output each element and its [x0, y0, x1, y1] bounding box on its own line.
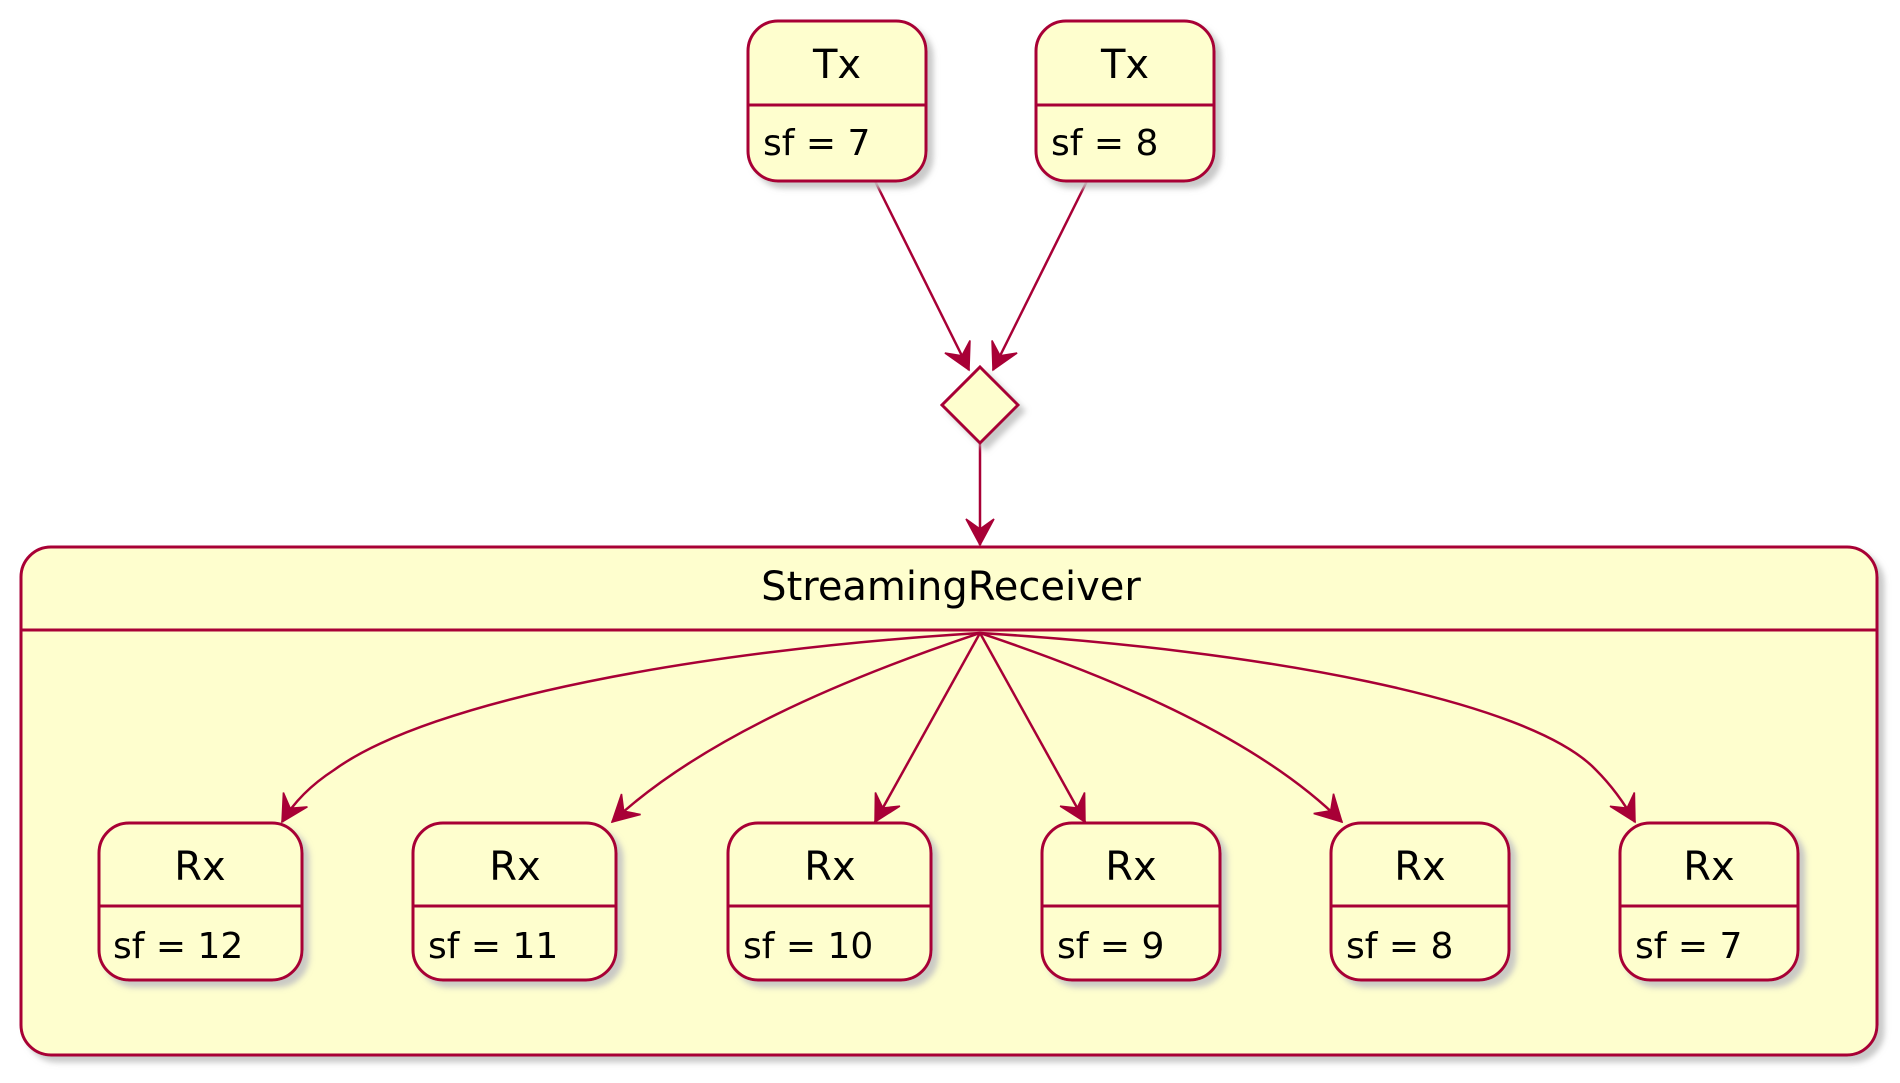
state-box — [97, 821, 304, 982]
edge-to-rx-sf7 — [979, 631, 1637, 823]
state-detail: sf = 8 — [1051, 123, 1158, 164]
state-rx-sf9: Rx sf = 9 — [1040, 821, 1222, 982]
transitions — [280, 180, 1637, 824]
state-name: Rx — [174, 844, 225, 890]
edge-to-rx-sf10 — [873, 632, 982, 823]
arrowhead-icon — [874, 792, 901, 824]
state-box — [1329, 821, 1511, 982]
arrowhead-icon — [944, 340, 971, 372]
state-detail: sf = 7 — [763, 123, 870, 164]
state-name: Rx — [1683, 844, 1734, 890]
state-detail: sf = 11 — [428, 926, 558, 967]
state-detail: sf = 7 — [1635, 926, 1742, 967]
choice-diamond — [939, 364, 1021, 446]
state-detail: sf = 9 — [1057, 926, 1164, 967]
state-rx-sf8: Rx sf = 8 — [1329, 821, 1511, 982]
arrowhead-icon — [965, 518, 995, 547]
state-detail: sf = 12 — [113, 926, 243, 967]
state-name: Tx — [812, 42, 861, 88]
edge-to-rx-sf9 — [978, 632, 1087, 823]
state-name: Rx — [1394, 844, 1445, 890]
composite-state-frame — [19, 545, 1879, 1057]
edge-to-rx-sf8 — [979, 631, 1343, 823]
state-detail: sf = 10 — [743, 926, 873, 967]
arrowhead-icon — [610, 793, 641, 824]
state-box — [746, 19, 928, 183]
state-box — [1040, 821, 1222, 982]
state-box — [1034, 19, 1216, 183]
arrowhead-icon — [1609, 792, 1636, 824]
composite-state-streaming-receiver: StreamingReceiver — [19, 545, 1879, 1057]
edge-tx1-to-choice — [873, 180, 971, 371]
composite-state-title: StreamingReceiver — [761, 564, 1141, 610]
state-rx-sf10: Rx sf = 10 — [726, 821, 933, 982]
arrowhead-icon — [991, 340, 1018, 372]
state-rx-sf12: Rx sf = 12 — [97, 821, 304, 982]
state-box — [1618, 821, 1800, 982]
state-tx-1: Tx sf = 7 — [746, 19, 928, 183]
state-detail: sf = 8 — [1346, 926, 1453, 967]
edge-to-rx-sf11 — [611, 631, 981, 823]
edge-to-rx-sf12 — [280, 631, 981, 823]
state-rx-sf11: Rx sf = 11 — [411, 821, 618, 982]
state-name: Rx — [489, 844, 540, 890]
arrowhead-icon — [281, 792, 308, 824]
state-name: Rx — [804, 844, 855, 890]
state-name: Tx — [1100, 42, 1149, 88]
state-box — [726, 821, 933, 982]
arrowhead-icon — [1313, 793, 1344, 824]
state-box — [411, 821, 618, 982]
state-name: Rx — [1105, 844, 1156, 890]
state-rx-sf7: Rx sf = 7 — [1618, 821, 1800, 982]
arrowhead-icon — [1059, 792, 1086, 824]
edge-tx2-to-choice — [991, 180, 1089, 371]
state-tx-2: Tx sf = 8 — [1034, 19, 1216, 183]
